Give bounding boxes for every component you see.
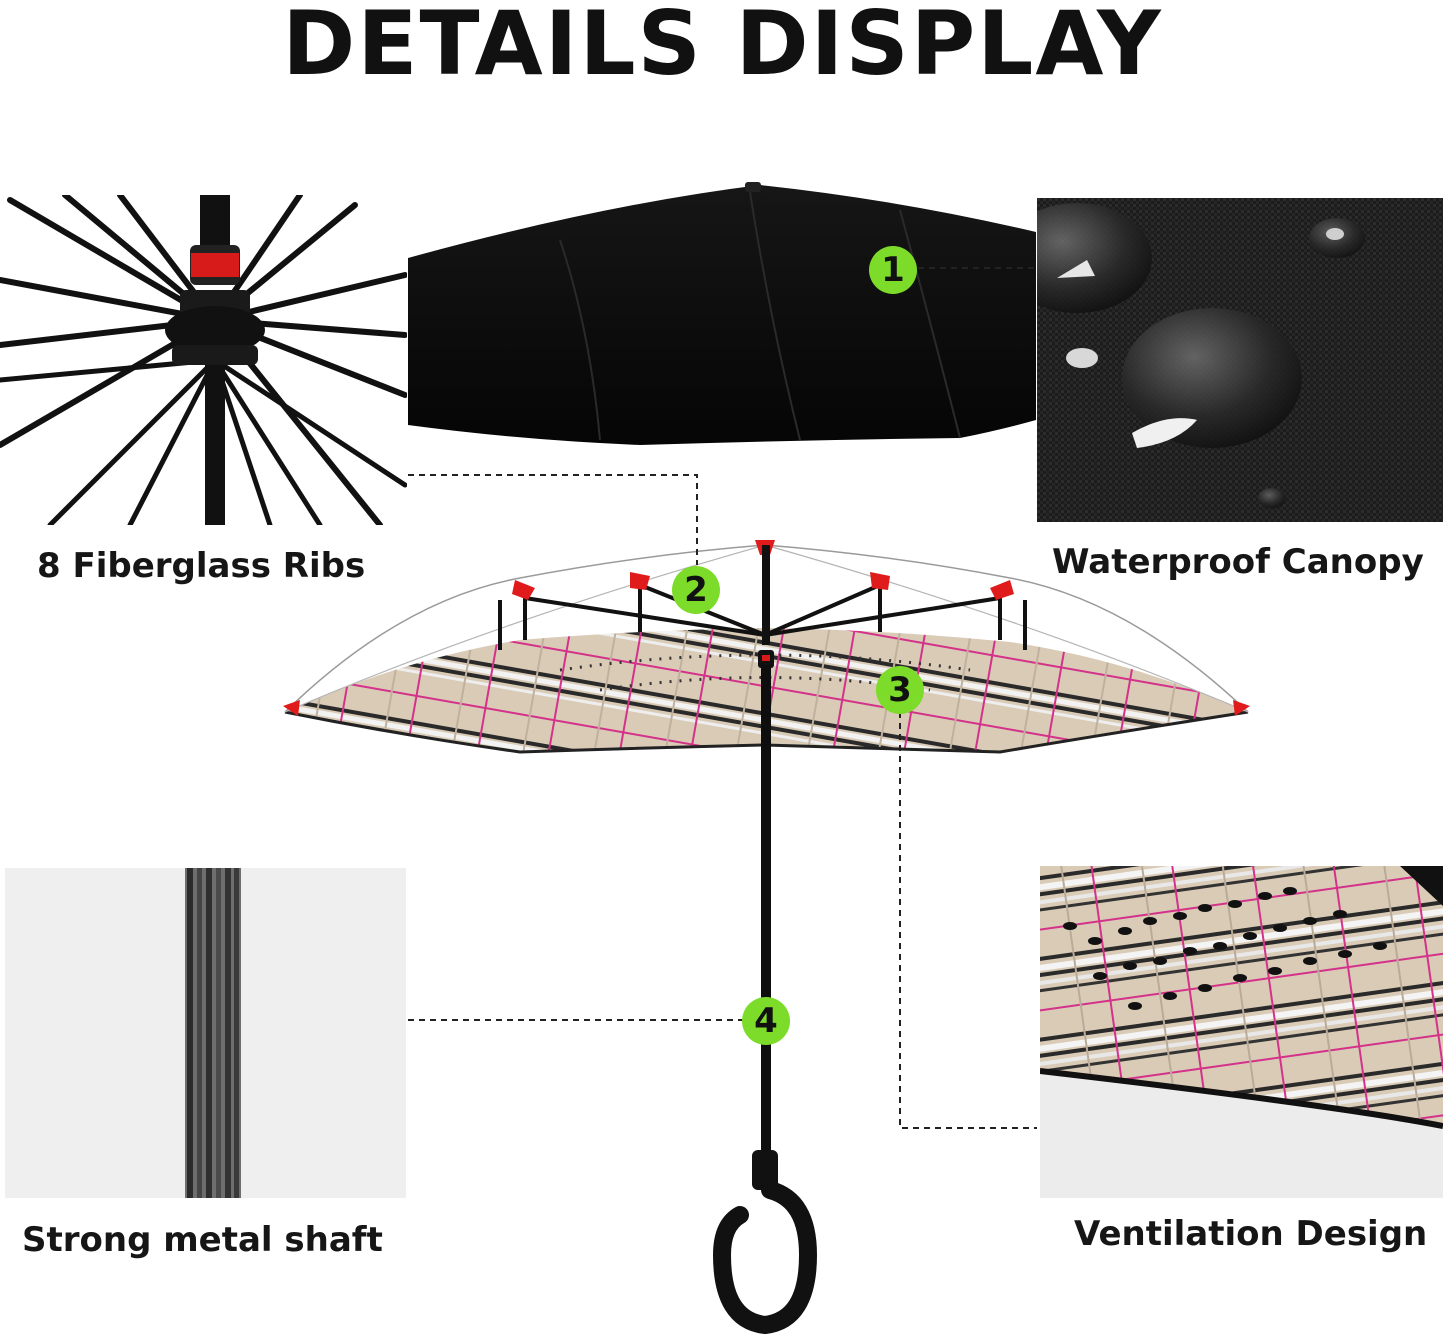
feature-badge-2: 2 [672,566,720,614]
metal-shaft-icon [5,868,406,1198]
waterproof-fabric-photo [1037,198,1443,522]
umbrella-ribs-icon [0,195,407,525]
ventilation-fabric-photo [1040,866,1443,1198]
ventilation-caption: Ventilation Design [1074,1214,1428,1254]
shaft-caption: Strong metal shaft [22,1220,383,1260]
feature-badge-4: 4 [742,997,790,1045]
plaid-fabric-icon [1040,866,1443,1198]
waterproof-caption: Waterproof Canopy [1052,542,1424,582]
feature-badge-1: 1 [869,246,917,294]
c-shaped-handle-icon [712,1150,818,1335]
ribs-caption: 8 Fiberglass Ribs [37,546,366,586]
umbrella-canopy-icon [408,182,1036,445]
ribs-detail-photo [0,195,407,525]
water-drops-icon [1037,198,1443,522]
metal-shaft-photo [5,868,406,1198]
feature-badge-3: 3 [876,666,924,714]
page-title: DETAILS DISPLAY [282,0,1163,95]
